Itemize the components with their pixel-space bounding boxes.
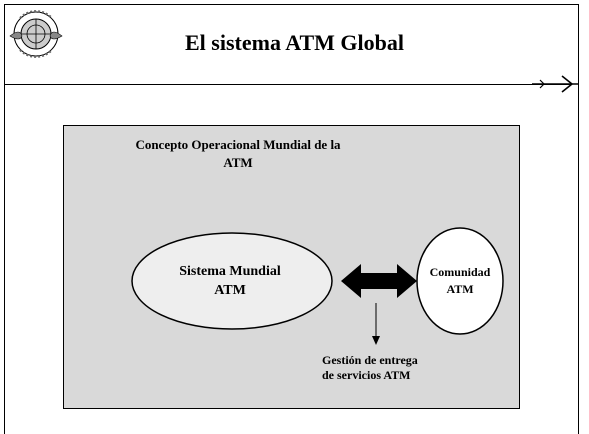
bidirectional-arrow bbox=[341, 264, 417, 298]
airplane-icon bbox=[532, 75, 578, 93]
gestion-label: Gestión de entrega de servicios ATM bbox=[322, 353, 452, 383]
concept-label: Concepto Operacional Mundial de la ATM bbox=[103, 136, 373, 172]
slide-title: El sistema ATM Global bbox=[185, 30, 404, 55]
header-divider bbox=[4, 84, 570, 85]
concept-label-line2: ATM bbox=[223, 155, 253, 170]
sistema-mundial-line2: ATM bbox=[214, 283, 246, 298]
slide-frame bbox=[4, 4, 579, 434]
sistema-mundial-label: Sistema Mundial ATM bbox=[150, 262, 310, 300]
comunidad-line2: ATM bbox=[446, 282, 474, 296]
gestion-line1: Gestión de entrega bbox=[322, 353, 418, 367]
concept-label-line1: Concepto Operacional Mundial de la bbox=[135, 137, 341, 152]
comunidad-label: Comunidad ATM bbox=[416, 264, 504, 298]
gestion-line2: de servicios ATM bbox=[322, 368, 411, 382]
sistema-mundial-node bbox=[131, 232, 333, 330]
comunidad-line1: Comunidad bbox=[429, 265, 491, 279]
sistema-mundial-line1: Sistema Mundial bbox=[179, 264, 281, 279]
icao-emblem-icon bbox=[9, 10, 63, 58]
connector-arrowhead bbox=[372, 336, 380, 345]
